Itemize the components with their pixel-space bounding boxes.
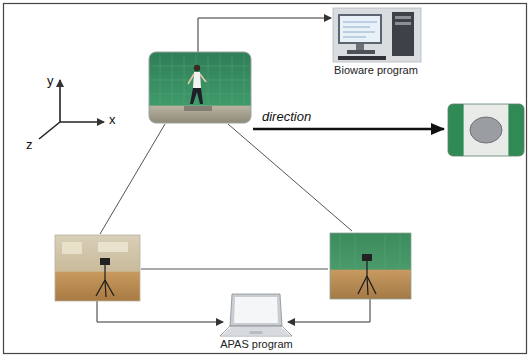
axis-label: x <box>109 113 116 127</box>
program-caption: Bioware program <box>333 64 419 77</box>
program-caption: APAS program <box>219 338 294 351</box>
direction-label: direction <box>262 110 311 124</box>
axis-label: z <box>26 138 33 152</box>
program-node: APAS program <box>217 338 296 351</box>
axis-label: y <box>47 74 54 88</box>
program-node: Bioware program <box>331 64 421 77</box>
